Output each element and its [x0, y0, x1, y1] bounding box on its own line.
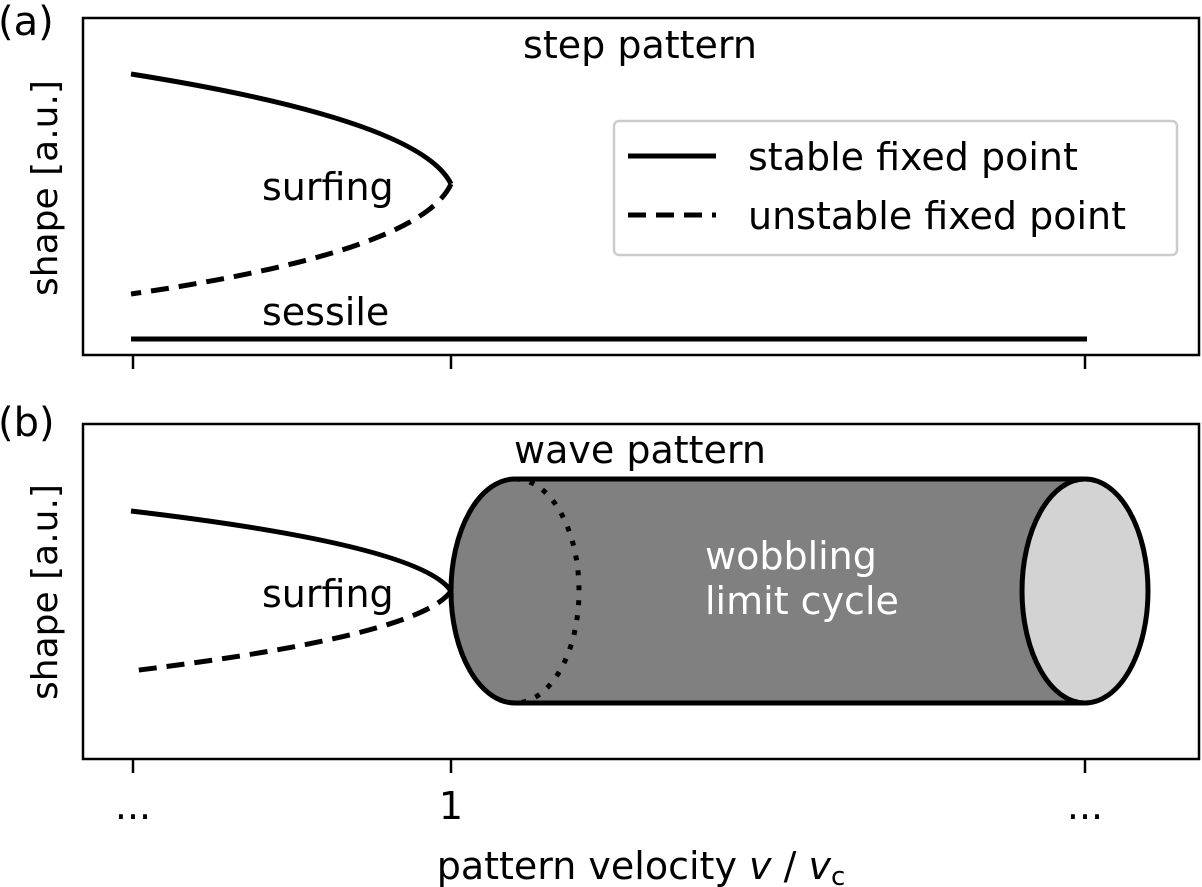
legend-unstable-label: unstable fixed point	[748, 194, 1126, 238]
cylinder-left-rim	[448, 476, 516, 706]
panel-a-label: (a)	[0, 0, 54, 45]
limit-cycle-cylinder	[448, 476, 1151, 706]
panel-a-surfing-unstable-branch	[130, 182, 454, 297]
limit-cycle-label-line1: wobbling	[705, 534, 877, 578]
panel-b-surfing-stable-branch	[130, 508, 454, 593]
x-axis-label-vc: v	[808, 844, 831, 887]
x-tick-label-right: ...	[1067, 784, 1103, 828]
x-axis-label-v: v	[749, 844, 772, 887]
panel-b-label: (b)	[0, 400, 55, 446]
panel-b-surfing-unstable-branch	[130, 589, 454, 674]
panel-a: (a) step pattern shape [a.u.] surfing se…	[0, 0, 1201, 369]
panel-b-frame	[81, 422, 1201, 761]
panel-b: (b) wave pattern shape [a.u.] surfing wo…	[0, 400, 1201, 773]
panel-a-title: step pattern	[523, 23, 757, 67]
panel-b-surfing-label: surfing	[262, 572, 394, 616]
x-axis: ... 1 ... pattern velocity v / vc	[115, 784, 1103, 887]
panel-a-surfing-label: surfing	[262, 165, 394, 209]
legend-box	[612, 119, 1179, 257]
x-axis-label-subscript: c	[831, 862, 845, 887]
x-tick-label-one: 1	[439, 784, 463, 828]
x-tick-label-left: ...	[115, 784, 151, 828]
limit-cycle-label-line2: limit cycle	[705, 579, 899, 623]
panel-a-frame	[81, 16, 1201, 357]
panel-a-ylabel: shape [a.u.]	[25, 80, 66, 296]
legend-stable-label: stable fixed point	[748, 135, 1078, 179]
panel-b-ylabel: shape [a.u.]	[25, 484, 66, 700]
x-axis-label: pattern velocity v / vc	[437, 844, 846, 887]
cylinder-hidden-rim	[514, 476, 582, 706]
legend: stable fixed point unstable fixed point	[612, 119, 1179, 257]
cylinder-end-cap	[1019, 476, 1151, 706]
panel-a-surfing-stable-branch	[130, 71, 454, 186]
x-axis-label-slash: /	[772, 844, 809, 887]
cylinder-body	[451, 479, 1085, 703]
panel-a-sessile-label: sessile	[262, 290, 389, 334]
panel-b-title: wave pattern	[514, 428, 766, 472]
x-axis-label-prefix: pattern velocity	[437, 844, 749, 887]
